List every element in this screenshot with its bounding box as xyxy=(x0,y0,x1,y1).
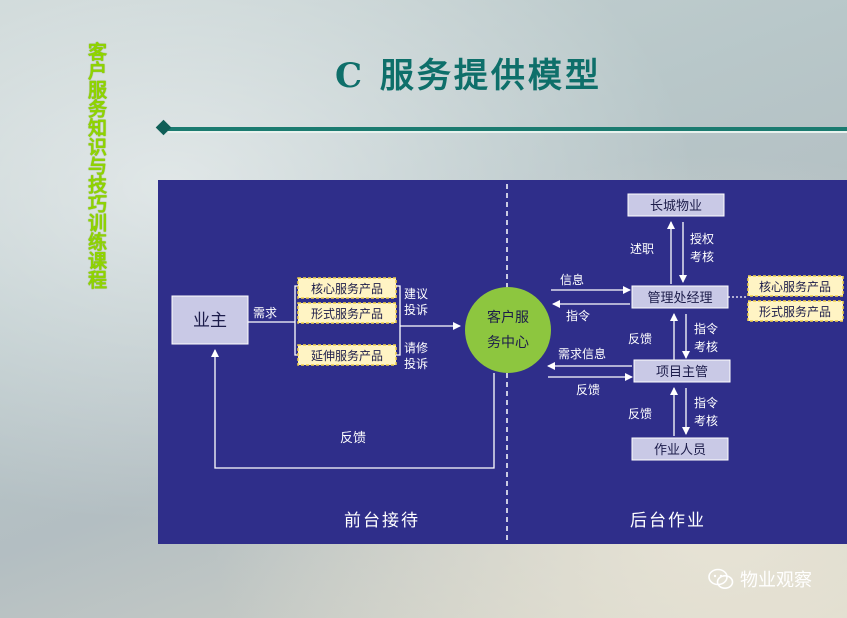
core-product-box-right xyxy=(747,275,844,297)
workers-box xyxy=(631,437,729,461)
product-bracket-right xyxy=(396,285,401,356)
command-label-3: 指令 xyxy=(694,395,718,410)
side-title: 客户服务知识与技巧训练课程 xyxy=(85,42,107,289)
demand-info-label: 需求信息 xyxy=(558,346,606,361)
product-bracket-left xyxy=(294,285,298,356)
watermark-text: 物业观察 xyxy=(740,570,812,591)
suggest-label: 建议 xyxy=(404,287,428,301)
service-center-line1: 客户服 xyxy=(487,309,529,326)
assess-label-3: 考核 xyxy=(694,414,718,428)
owner-box xyxy=(171,295,249,345)
core-product-label-right: 核心服务产品 xyxy=(759,279,831,294)
feedback-label-3: 反馈 xyxy=(628,407,652,421)
company-label: 长城物业 xyxy=(650,199,702,214)
command-label-1: 指令 xyxy=(566,308,590,323)
complain-label-2: 投诉 xyxy=(404,356,428,371)
supervisor-box xyxy=(633,359,731,383)
form-product-box xyxy=(297,302,397,324)
core-product-box xyxy=(297,277,397,299)
authorize-label: 授权 xyxy=(690,231,714,246)
service-center-line2: 务中心 xyxy=(487,335,529,351)
diagram-canvas: 业主 需求 核心服务产品 形式服务产品 延伸服务产品 建议 投诉 请修 投诉 客… xyxy=(171,184,844,544)
service-center-circle xyxy=(465,287,551,373)
ext-product-label: 延伸服务产品 xyxy=(311,348,383,363)
workers-label: 作业人员 xyxy=(654,443,706,458)
title-divider xyxy=(168,127,847,133)
page-title: C 服务提供模型 xyxy=(335,56,602,96)
service-model-diagram: 业主 需求 核心服务产品 形式服务产品 延伸服务产品 建议 投诉 请修 投诉 客… xyxy=(158,180,847,544)
watermark: 物业观察 xyxy=(708,566,812,592)
feedback-loop-line xyxy=(211,349,495,469)
owner-label: 业主 xyxy=(193,311,227,331)
company-box xyxy=(627,193,725,217)
form-product-label-right: 形式服务产品 xyxy=(759,304,831,319)
feedback-bottom-label: 反馈 xyxy=(340,431,366,446)
repair-label: 请修 xyxy=(404,340,428,355)
complain-label-1: 投诉 xyxy=(404,302,428,317)
wechat-icon xyxy=(708,568,734,589)
core-product-label: 核心服务产品 xyxy=(311,281,383,296)
assess-label-2: 考核 xyxy=(694,340,718,354)
form-product-label: 形式服务产品 xyxy=(311,306,383,321)
command-label-2: 指令 xyxy=(694,321,718,336)
info-label: 信息 xyxy=(560,272,584,287)
form-product-box-right xyxy=(747,300,844,322)
feedback-label-1: 反馈 xyxy=(628,332,652,346)
report-label: 述职 xyxy=(630,242,654,256)
manager-label: 管理处经理 xyxy=(647,291,712,306)
demand-label: 需求 xyxy=(253,306,277,320)
back-section-label: 后台作业 xyxy=(630,511,706,531)
assess-label-1: 考核 xyxy=(690,250,714,264)
supervisor-label: 项目主管 xyxy=(656,365,708,380)
front-section-label: 前台接待 xyxy=(344,511,420,531)
feedback-label-2: 反馈 xyxy=(576,383,600,397)
